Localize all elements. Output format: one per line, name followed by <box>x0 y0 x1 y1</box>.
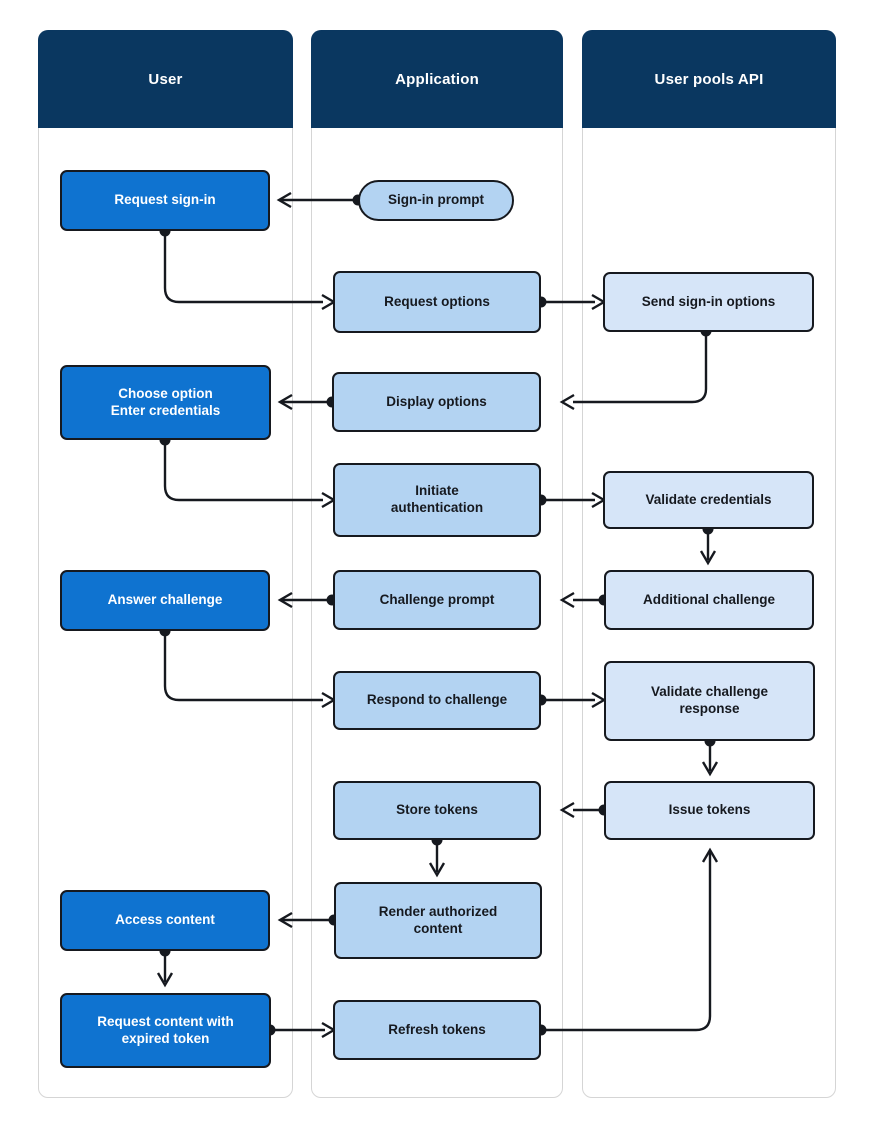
node-render-authorized-content[interactable]: Render authorized content <box>334 882 542 959</box>
node-send-sign-in-options-label: Send sign-in options <box>641 293 776 309</box>
lane-api <box>582 30 836 1098</box>
node-request-sign-in[interactable]: Request sign-in <box>60 170 270 231</box>
node-additional-challenge[interactable]: Additional challenge <box>604 570 814 630</box>
node-validate-challenge-response-label: Validate challenge response <box>650 684 769 716</box>
lane-header-api: User pools API <box>582 30 836 128</box>
node-initiate-authentication[interactable]: Initiate authentication <box>333 463 541 537</box>
node-validate-challenge-response[interactable]: Validate challenge response <box>604 661 815 741</box>
node-access-content-label: Access content <box>115 912 215 928</box>
lane-header-application: Application <box>311 30 563 128</box>
node-issue-tokens-label: Issue tokens <box>668 802 751 818</box>
node-choose-option-label: Choose option Enter credentials <box>110 385 221 418</box>
node-challenge-prompt-label: Challenge prompt <box>379 591 495 607</box>
lane-header-application-label: Application <box>395 70 479 88</box>
lane-header-user-label: User <box>148 70 183 88</box>
node-validate-credentials[interactable]: Validate credentials <box>603 471 814 529</box>
node-request-options[interactable]: Request options <box>333 271 541 333</box>
node-refresh-tokens-label: Refresh tokens <box>388 1021 486 1037</box>
node-sign-in-prompt[interactable]: Sign-in prompt <box>358 180 514 221</box>
node-refresh-tokens[interactable]: Refresh tokens <box>333 1000 541 1060</box>
node-request-content-expired-label: Request content with expired token <box>97 1013 234 1046</box>
node-answer-challenge-label: Answer challenge <box>107 592 223 608</box>
node-choose-option[interactable]: Choose option Enter credentials <box>60 365 271 440</box>
node-respond-to-challenge[interactable]: Respond to challenge <box>333 671 541 730</box>
node-issue-tokens[interactable]: Issue tokens <box>604 781 815 840</box>
lane-header-user: User <box>38 30 293 128</box>
node-challenge-prompt[interactable]: Challenge prompt <box>333 570 541 630</box>
node-access-content[interactable]: Access content <box>60 890 270 951</box>
node-display-options-label: Display options <box>386 393 487 409</box>
node-validate-credentials-label: Validate credentials <box>645 491 772 507</box>
node-store-tokens-label: Store tokens <box>396 802 478 818</box>
node-store-tokens[interactable]: Store tokens <box>333 781 541 840</box>
node-request-sign-in-label: Request sign-in <box>114 192 216 208</box>
node-display-options[interactable]: Display options <box>332 372 541 432</box>
node-answer-challenge[interactable]: Answer challenge <box>60 570 270 631</box>
node-render-authorized-content-label: Render authorized content <box>378 903 498 936</box>
node-additional-challenge-label: Additional challenge <box>642 591 775 607</box>
node-request-content-expired[interactable]: Request content with expired token <box>60 993 271 1068</box>
node-initiate-authentication-label: Initiate authentication <box>390 483 484 515</box>
node-request-options-label: Request options <box>384 293 490 309</box>
node-send-sign-in-options[interactable]: Send sign-in options <box>603 272 814 332</box>
lane-header-api-label: User pools API <box>654 70 764 88</box>
node-respond-to-challenge-label: Respond to challenge <box>366 692 508 708</box>
node-sign-in-prompt-label: Sign-in prompt <box>388 192 484 208</box>
